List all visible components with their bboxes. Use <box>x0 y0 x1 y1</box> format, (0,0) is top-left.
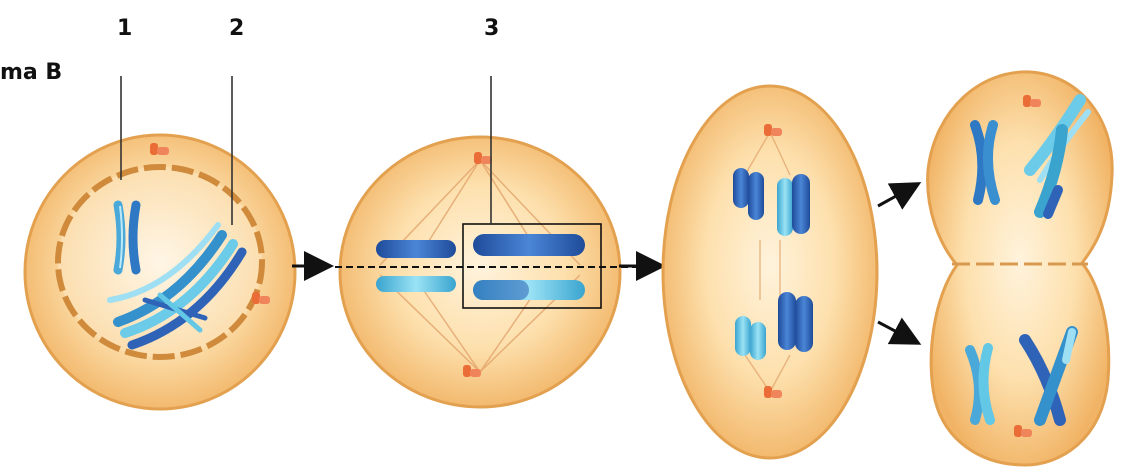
cell-metaphase <box>335 137 640 407</box>
cell-prophase <box>25 135 295 409</box>
arrow-icon <box>878 322 916 342</box>
cell-telophase <box>928 72 1113 465</box>
arrow-icon <box>878 185 916 206</box>
cell-anaphase <box>663 86 877 458</box>
